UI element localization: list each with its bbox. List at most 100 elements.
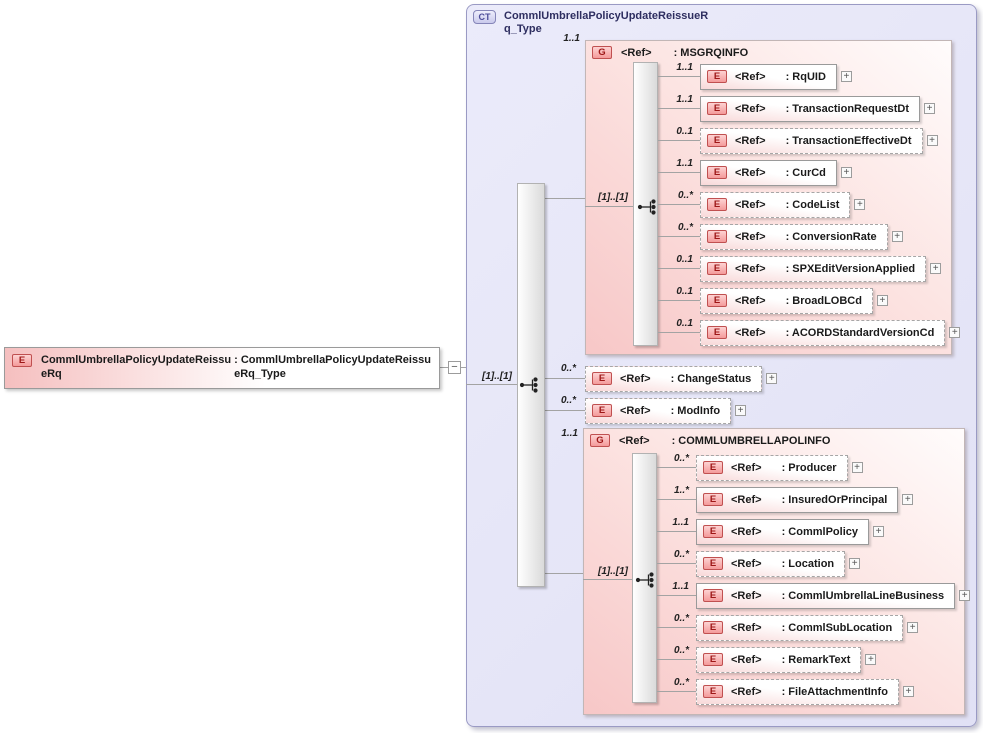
element-box-conversionrate[interactable]: E <Ref> : ConversionRate bbox=[700, 223, 888, 250]
element-box-transactionrequestdt[interactable]: E <Ref> : TransactionRequestDt bbox=[700, 95, 921, 122]
ref-label: <Ref> bbox=[731, 525, 762, 538]
element-box-commlsublocation[interactable]: E <Ref> : CommlSubLocation bbox=[696, 614, 904, 641]
element-box-commlpolicy[interactable]: E <Ref> : CommlPolicy bbox=[696, 518, 869, 545]
ref-label: <Ref> bbox=[731, 621, 762, 634]
expand-icon[interactable]: + bbox=[924, 103, 936, 114]
expand-icon[interactable]: + bbox=[959, 590, 971, 601]
element-icon: E bbox=[703, 525, 723, 538]
element-name: : CommlUmbrellaLineBusiness bbox=[781, 589, 945, 602]
element-box-changestatus[interactable]: E <Ref> : ChangeStatus bbox=[585, 365, 763, 392]
expand-icon[interactable]: + bbox=[902, 494, 914, 505]
element-name: : SPXEditVersionApplied bbox=[785, 262, 916, 275]
root-element-name: CommlUmbrellaPolicyUpdateReissueRq bbox=[41, 354, 232, 380]
element-icon: E bbox=[707, 102, 727, 115]
sequence-compositor-icon[interactable] bbox=[635, 571, 657, 589]
expand-icon[interactable]: + bbox=[949, 327, 961, 338]
connector-line bbox=[658, 236, 700, 237]
element-box-modinfo[interactable]: E <Ref> : ModInfo bbox=[585, 397, 732, 424]
complextype-title: CommlUmbrellaPolicyUpdateReissueRq_Type bbox=[504, 10, 709, 35]
element-name: : FileAttachmentInfo bbox=[781, 685, 888, 698]
complextype-icon: CT bbox=[473, 10, 496, 24]
element-box-codelist[interactable]: E <Ref> : CodeList bbox=[700, 191, 851, 218]
element-name: : RemarkText bbox=[781, 653, 851, 666]
sequence-compositor-icon[interactable] bbox=[519, 376, 541, 394]
collapse-icon[interactable]: − bbox=[448, 361, 461, 374]
complextype-header: CT CommlUmbrellaPolicyUpdateReissueRq_Ty… bbox=[473, 10, 709, 36]
element-box-location[interactable]: E <Ref> : Location bbox=[696, 550, 846, 577]
element-name: : TransactionRequestDt bbox=[785, 102, 910, 115]
element-name: : BroadLOBCd bbox=[785, 294, 862, 307]
group-name: : COMMLUMBRELLAPOLINFO bbox=[671, 434, 831, 447]
element-icon: E bbox=[703, 685, 723, 698]
expand-icon[interactable]: + bbox=[926, 135, 938, 146]
element-icon: E bbox=[703, 557, 723, 570]
root-element-box[interactable]: E CommlUmbrellaPolicyUpdateReissueRq : C… bbox=[4, 347, 440, 389]
element-name: : CommlSubLocation bbox=[781, 621, 893, 634]
expand-icon[interactable]: + bbox=[854, 199, 866, 210]
connector-line bbox=[545, 198, 585, 199]
expand-icon[interactable]: + bbox=[902, 686, 914, 697]
element-icon: E bbox=[707, 262, 727, 275]
element-box-remarktext[interactable]: E <Ref> : RemarkText bbox=[696, 646, 862, 673]
connector-line bbox=[657, 691, 696, 692]
connector-line bbox=[658, 332, 700, 333]
element-box-acordstandardversioncd[interactable]: E <Ref> : ACORDStandardVersionCd bbox=[700, 319, 946, 346]
cardinality-label: 1..1 bbox=[676, 94, 693, 105]
cardinality-label: 0..* bbox=[673, 677, 689, 688]
element-icon: E bbox=[707, 326, 727, 339]
cardinality-label: 1..1 bbox=[676, 62, 693, 73]
element-name: : Producer bbox=[781, 461, 837, 474]
element-icon: E bbox=[707, 70, 727, 83]
element-icon: E bbox=[707, 230, 727, 243]
element-box-producer[interactable]: E <Ref> : Producer bbox=[696, 454, 848, 481]
element-name: : TransactionEffectiveDt bbox=[785, 134, 912, 147]
group-header: G <Ref> : MSGRQINFO bbox=[592, 46, 748, 59]
expand-icon[interactable]: + bbox=[891, 231, 903, 242]
expand-icon[interactable]: + bbox=[840, 71, 852, 82]
element-name: : CurCd bbox=[785, 166, 826, 179]
cardinality-label: 1..1 bbox=[561, 428, 578, 439]
element-box-broadlobcd[interactable]: E <Ref> : BroadLOBCd bbox=[700, 287, 873, 314]
group-icon: G bbox=[590, 434, 610, 447]
element-name: : ChangeStatus bbox=[670, 372, 752, 385]
expand-icon[interactable]: + bbox=[907, 622, 919, 633]
element-box-rquid[interactable]: E <Ref> : RqUID bbox=[700, 63, 837, 90]
element-box-transactioneffectivedt[interactable]: E <Ref> : TransactionEffectiveDt bbox=[700, 127, 923, 154]
expand-icon[interactable]: + bbox=[876, 295, 888, 306]
element-box-curcd[interactable]: E <Ref> : CurCd bbox=[700, 159, 837, 186]
element-icon: E bbox=[707, 294, 727, 307]
expand-icon[interactable]: + bbox=[840, 167, 852, 178]
connector-line bbox=[657, 499, 696, 500]
element-icon: E bbox=[707, 166, 727, 179]
connector-line bbox=[658, 108, 700, 109]
element-box-spxeditversionapplied[interactable]: E <Ref> : SPXEditVersionApplied bbox=[700, 255, 927, 282]
element-name: : RqUID bbox=[785, 70, 826, 83]
expand-icon[interactable]: + bbox=[872, 526, 884, 537]
ref-label: <Ref> bbox=[735, 166, 766, 179]
expand-icon[interactable]: + bbox=[849, 558, 861, 569]
connector-line bbox=[461, 367, 466, 368]
expand-icon[interactable]: + bbox=[865, 654, 877, 665]
ref-label: <Ref> bbox=[735, 230, 766, 243]
expand-icon[interactable]: + bbox=[766, 373, 778, 384]
expand-icon[interactable]: + bbox=[851, 462, 863, 473]
element-box-commlumbrellalinebusiness[interactable]: E <Ref> : CommlUmbrellaLineBusiness bbox=[696, 582, 956, 609]
expand-icon[interactable]: + bbox=[930, 263, 942, 274]
sequence-compositor-icon[interactable] bbox=[637, 198, 659, 216]
connector-line bbox=[440, 367, 448, 368]
ref-label: <Ref> bbox=[620, 372, 651, 385]
element-box-fileattachmentinfo[interactable]: E <Ref> : FileAttachmentInfo bbox=[696, 678, 899, 705]
cardinality-label: 0..1 bbox=[676, 126, 693, 137]
expand-icon[interactable]: + bbox=[735, 405, 747, 416]
ref-label: <Ref> bbox=[735, 198, 766, 211]
ref-label: <Ref> bbox=[731, 589, 762, 602]
cardinality-label: 0..* bbox=[560, 395, 576, 406]
element-box-insuredorprincipal[interactable]: E <Ref> : InsuredOrPrincipal bbox=[696, 486, 899, 513]
element-icon: E bbox=[592, 404, 612, 417]
connector-line bbox=[658, 140, 700, 141]
element-icon: E bbox=[703, 653, 723, 666]
cardinality-label: 0..* bbox=[560, 363, 576, 374]
ref-label: <Ref> bbox=[731, 461, 762, 474]
element-name: : InsuredOrPrincipal bbox=[781, 493, 888, 506]
